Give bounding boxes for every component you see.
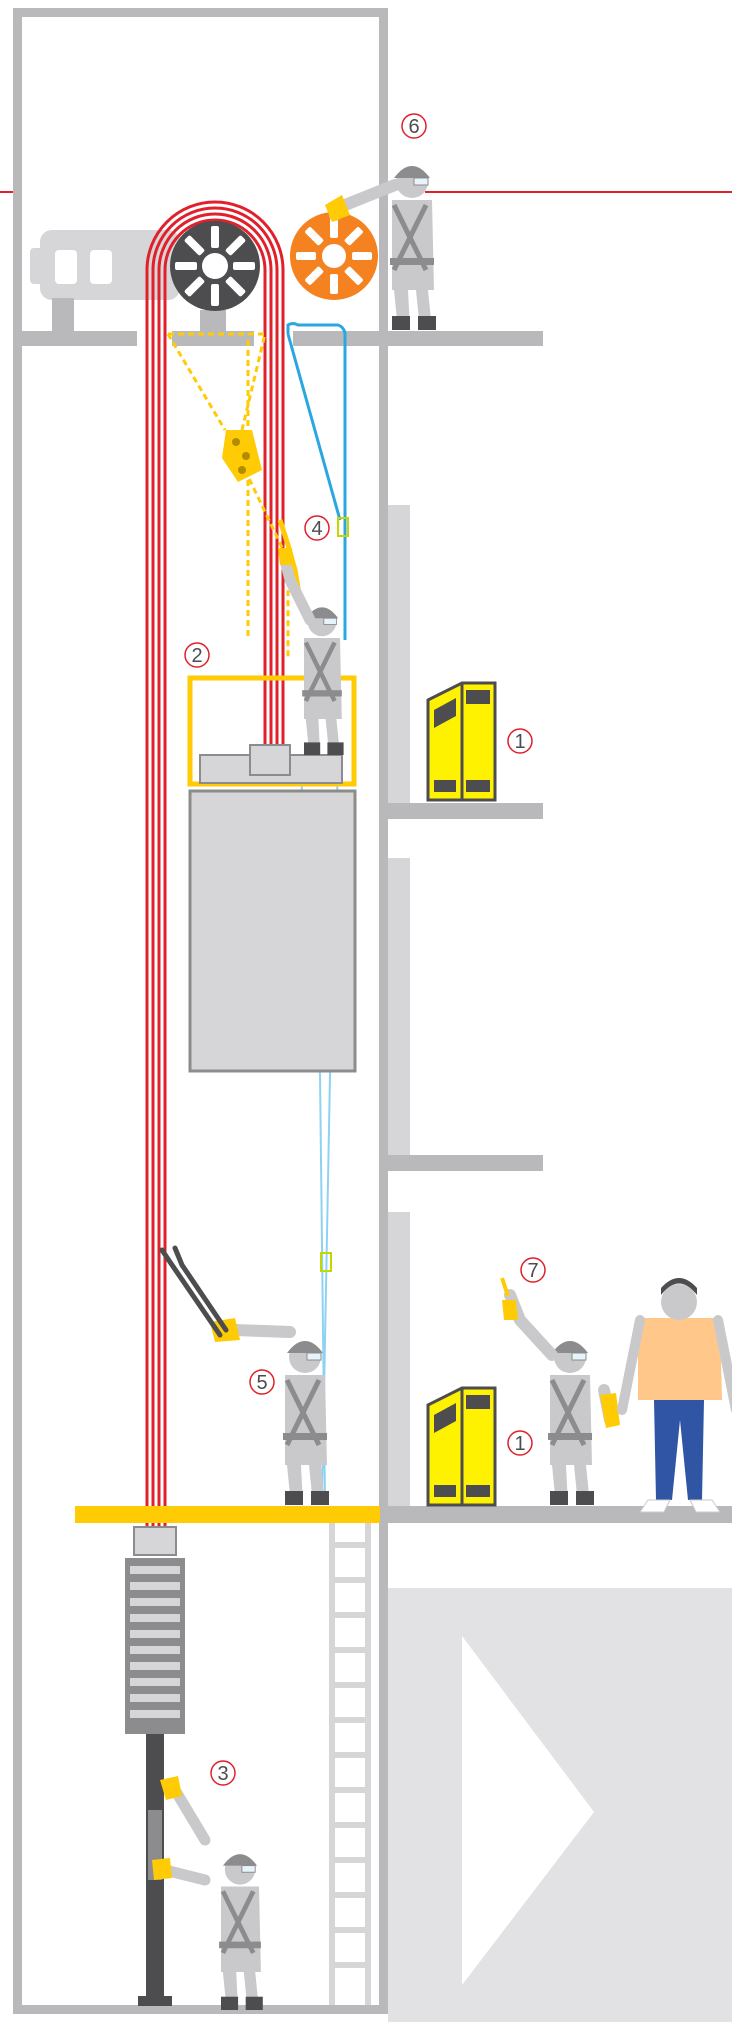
step-badge-1a: 1 — [507, 728, 533, 754]
machine-floor-right — [293, 331, 543, 346]
svg-text:7: 7 — [527, 1260, 538, 1282]
landing-floor-upper — [388, 803, 543, 819]
step-badge-3: 3 — [210, 1760, 236, 1786]
red-line-right — [425, 191, 732, 193]
rope-clip-lower — [320, 1252, 332, 1272]
landing-floor-lower — [388, 1506, 732, 1523]
worker-step-3 — [152, 1776, 263, 2010]
car-top-platform — [187, 675, 357, 787]
rope-clip-upper — [337, 517, 349, 537]
shaft-top-wall — [13, 8, 388, 17]
svg-text:4: 4 — [311, 518, 322, 540]
pliers-icon — [159, 1245, 229, 1338]
yellow-safety-sling — [166, 332, 290, 660]
svg-text:1: 1 — [514, 1433, 525, 1455]
step-badge-2: 2 — [184, 642, 210, 668]
elevator-car — [188, 789, 357, 1073]
shaft-structure — [0, 8, 732, 2022]
worker-step-6 — [325, 166, 436, 330]
arrow-icon — [462, 1636, 594, 1985]
svg-text:2: 2 — [191, 645, 202, 667]
machine-floor-left — [22, 331, 137, 346]
barrier-lower — [426, 1386, 497, 1507]
worker-step-5 — [210, 1318, 329, 1505]
barrier-upper — [426, 681, 497, 802]
svg-text:3: 3 — [217, 1763, 228, 1785]
shaft-right-wall — [379, 8, 388, 2013]
step-badge-4: 4 — [304, 515, 330, 541]
shaft-left-wall — [13, 8, 22, 2013]
ladder-icon — [329, 1523, 371, 2005]
landing-door-middle — [388, 858, 410, 1158]
landing-door-upper — [388, 505, 410, 805]
yellow-pulley-block — [222, 430, 262, 482]
red-line-left — [0, 191, 13, 193]
rope-hitch — [133, 1526, 177, 1556]
step-badge-1b: 1 — [507, 1430, 533, 1456]
step-badge-6: 6 — [401, 113, 427, 139]
buffer-base — [138, 1996, 172, 2006]
orange-sheave-icon — [290, 212, 378, 300]
hoist-ropes — [145, 200, 285, 1530]
landing-floor-middle — [388, 1155, 543, 1171]
step-badge-5: 5 — [249, 1369, 275, 1395]
svg-text:1: 1 — [514, 731, 525, 753]
svg-text:6: 6 — [408, 116, 419, 138]
yellow-work-platform — [75, 1506, 380, 1523]
svg-text:5: 5 — [256, 1372, 267, 1394]
landing-door-lower — [388, 1212, 410, 1512]
counterweight — [125, 1558, 185, 1734]
step-badge-7: 7 — [520, 1257, 546, 1283]
worker-step-7 — [500, 1277, 620, 1505]
worker-step-4 — [278, 548, 344, 755]
shaft-floor — [13, 2005, 388, 2014]
machine-motor-icon — [30, 230, 226, 332]
bystander — [617, 1278, 732, 1513]
drive-sheave-icon — [170, 221, 260, 311]
